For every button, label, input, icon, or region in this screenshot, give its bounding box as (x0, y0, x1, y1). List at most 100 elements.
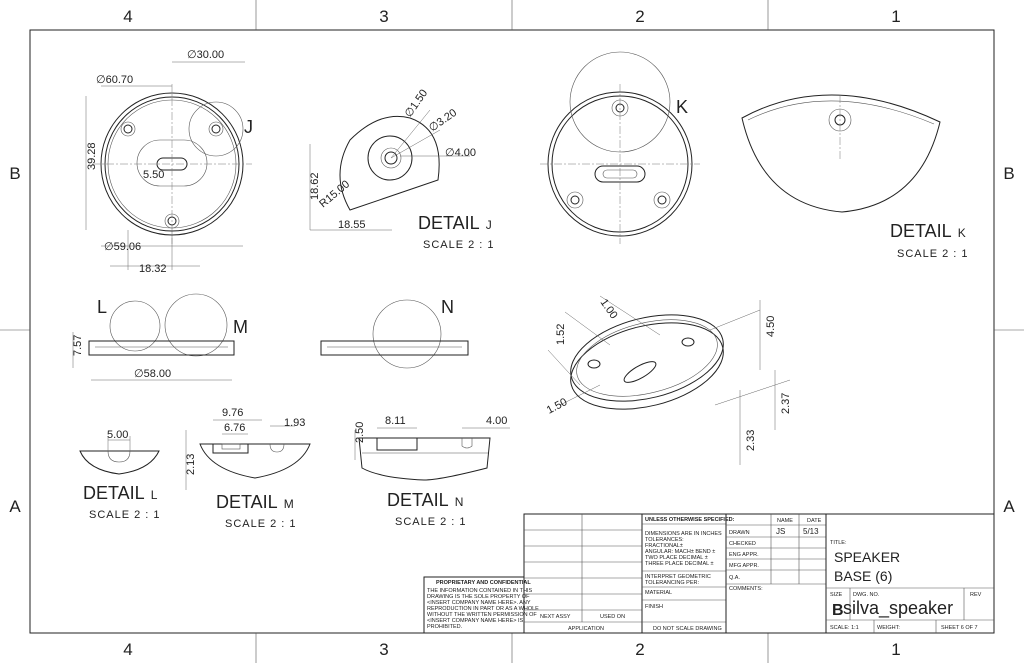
zone-col-2-bottom: 2 (635, 640, 644, 659)
detail-n-title: DETAIL (387, 490, 449, 510)
label-m: M (233, 317, 248, 337)
tb-prop-title: PROPRIETARY AND CONFIDENTIAL (436, 580, 531, 586)
dim-n250: 2.50 (354, 422, 366, 443)
tb-drawn-name: JS (776, 527, 785, 536)
dim-m676: 6.76 (224, 422, 245, 434)
dim-w550: 5.50 (143, 169, 164, 181)
dim-h1862: 18.62 (309, 172, 321, 200)
dim-r1500: R15.00 (317, 178, 352, 210)
zone-labels: 4 3 2 1 4 3 2 1 B B A A (9, 7, 1015, 659)
detail-j-circle (188, 101, 244, 157)
detail-n-scale: SCALE 2 : 1 (395, 516, 467, 528)
isometric-view: 1.00 1.52 4.50 1.50 2.37 2.33 (545, 295, 792, 465)
tb-tol-5: THREE PLACE DECIMAL ± (645, 561, 714, 567)
dim-d30: ∅30.00 (187, 49, 224, 61)
tb-title-line-1: SPEAKER (834, 549, 900, 565)
side-view: N (320, 297, 469, 369)
dim-i100: 1.00 (598, 297, 620, 321)
detail-l-letter: L (151, 488, 158, 502)
detail-n-circle (372, 299, 442, 369)
detail-m-scale: SCALE 2 : 1 (225, 518, 297, 530)
dim-m213: 2.13 (185, 454, 197, 475)
detail-n-letter: N (455, 495, 464, 509)
zone-row-b-left: B (9, 164, 20, 183)
tb-rev-label: REV (970, 592, 982, 598)
detail-k-scale: SCALE 2 : 1 (897, 248, 969, 260)
tb-weight: WEIGHT: (877, 625, 900, 631)
zone-col-3-bottom: 3 (379, 640, 388, 659)
label-l: L (97, 297, 107, 317)
tb-prop-line-1: DRAWING IS THE SOLE PROPERTY OF (427, 594, 530, 600)
tb-tol-1: TOLERANCES: (645, 537, 684, 543)
tb-sheet: SHEET 6 OF 7 (941, 625, 978, 631)
detail-j-scale: SCALE 2 : 1 (423, 239, 495, 251)
dim-w1832: 18.32 (139, 263, 167, 275)
tb-unless: UNLESS OTHERWISE SPECIFIED: (645, 517, 735, 523)
dim-d5906: ∅59.06 (104, 241, 141, 253)
tb-material: MATERIAL (645, 590, 672, 596)
tb-tol-3: ANGULAR: MACH± BEND ± (645, 549, 715, 555)
tb-mfg-appr: MFG APPR. (729, 563, 759, 569)
tb-qa: Q.A. (729, 575, 740, 581)
detail-k-letter: K (958, 226, 966, 240)
zone-col-4-bottom: 4 (123, 640, 132, 659)
label-j: J (244, 117, 253, 137)
bottom-view: K (540, 51, 700, 244)
dim-n811: 8.11 (385, 415, 406, 427)
tb-size-value: B (832, 602, 844, 619)
tb-size-label: SIZE (830, 592, 843, 598)
label-n: N (441, 297, 454, 317)
tb-prop-line-3: REPRODUCTION IN PART OR AS A WHOLE (427, 606, 539, 612)
tb-next-assy: NEXT ASSY (540, 614, 571, 620)
dim-d400: ∅4.00 (445, 147, 476, 159)
tb-application: APPLICATION (568, 626, 604, 632)
zone-col-2-top: 2 (635, 7, 644, 26)
dim-n400: 4.00 (486, 415, 507, 427)
tb-prop-line-0: THE INFORMATION CONTAINED IN THIS (427, 588, 532, 594)
dim-i233: 2.33 (745, 430, 757, 451)
detail-k-title: DETAIL (890, 221, 952, 241)
dim-h3928: 39.28 (86, 142, 98, 170)
top-view: ∅30.00 ∅60.70 39.28 5.50 ∅59.06 18.32 J (85, 49, 253, 275)
detail-j-view: ∅1.50 ∅3.20 ∅4.00 R15.00 18.62 18.55 DET… (309, 87, 495, 251)
zone-col-1-bottom: 1 (891, 640, 900, 659)
tb-comments: COMMENTS: (729, 586, 763, 592)
dim-i237: 2.37 (780, 393, 792, 414)
tb-date-header: DATE (807, 518, 822, 524)
dim-i152: 1.52 (555, 324, 567, 345)
detail-n-view: 8.11 4.00 2.50 DETAIL N SCALE 2 : 1 (354, 415, 510, 528)
dim-h757: 7.57 (72, 335, 84, 356)
detail-k-view: DETAIL K SCALE 2 : 1 (741, 94, 969, 260)
dim-d320: ∅3.20 (427, 107, 459, 135)
tb-prop-line-6: PROHIBITED. (427, 624, 463, 630)
detail-m-title: DETAIL (216, 492, 278, 512)
detail-l-title: DETAIL (83, 483, 145, 503)
detail-m-circle (164, 293, 228, 357)
tb-eng-appr: ENG APPR. (729, 552, 759, 558)
dim-i450: 4.50 (765, 316, 777, 337)
tb-prop-line-4: WITHOUT THE WRITTEN PERMISSION OF (427, 612, 537, 618)
detail-j-title: DETAIL (418, 213, 480, 233)
tb-title-label: TITLE: (830, 540, 847, 546)
tb-drawn: DRAWN (729, 530, 750, 536)
tb-tol-0: DIMENSIONS ARE IN INCHES (645, 531, 722, 537)
front-view: L M 7.57 ∅58.00 (72, 293, 248, 381)
tb-dwg-value: silva_speaker (843, 598, 953, 619)
tb-dwg-label: DWG. NO. (853, 592, 880, 598)
zone-row-b-right: B (1003, 164, 1014, 183)
tb-interpret-0: INTERPRET GEOMETRIC (645, 574, 711, 580)
tb-tol-2: FRACTIONAL± (645, 543, 683, 549)
title-block: PROPRIETARY AND CONFIDENTIAL THE INFORMA… (423, 513, 995, 634)
zone-row-a-right: A (1003, 497, 1015, 516)
tb-interpret-1: TOLERANCING PER: (645, 580, 699, 586)
tb-prop-line-2: <INSERT COMPANY NAME HERE>. ANY (427, 600, 531, 606)
dim-i150: 1.50 (545, 396, 570, 417)
drawing-border (29, 29, 995, 634)
tb-tol-4: TWO PLACE DECIMAL ± (645, 555, 708, 561)
zone-col-4-top: 4 (123, 7, 132, 26)
dim-d5800: ∅58.00 (134, 368, 171, 380)
